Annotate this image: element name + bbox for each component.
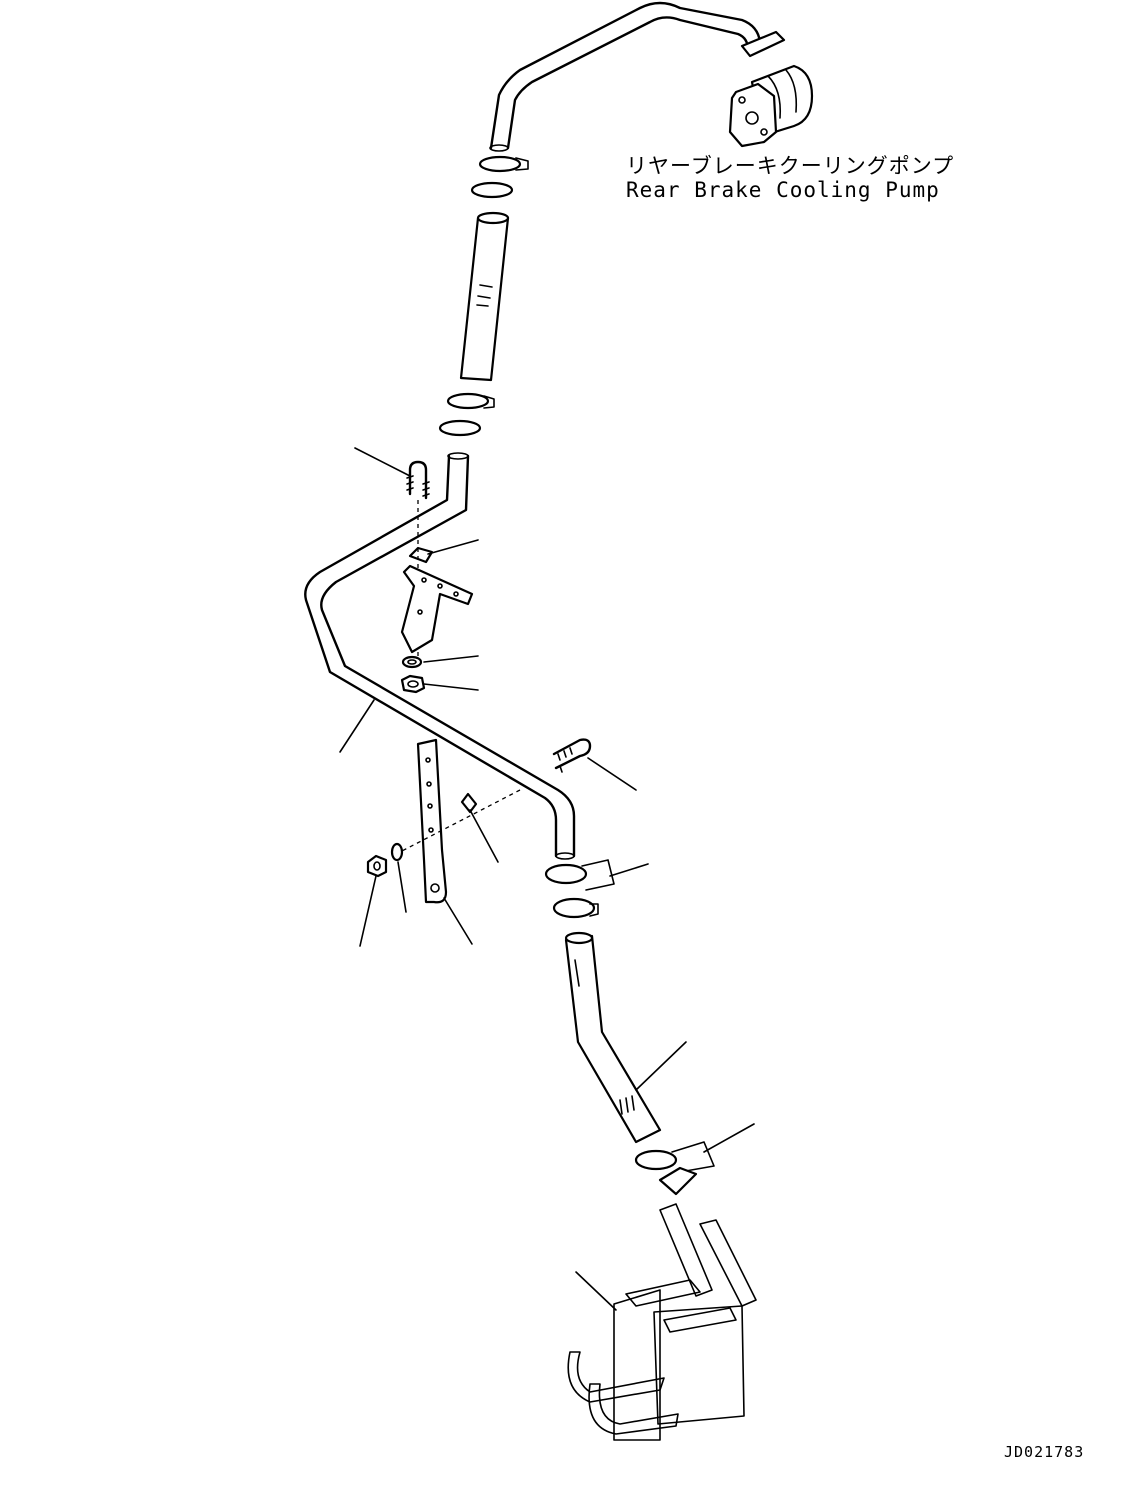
hose-clamp-4 xyxy=(438,419,482,437)
u-bolt-lower xyxy=(552,738,592,773)
hose-clamp-5 xyxy=(544,859,615,891)
straight-hose xyxy=(459,211,510,382)
pump-label-english: Rear Brake Cooling Pump xyxy=(626,178,940,202)
washer-lower xyxy=(390,842,404,862)
rear-brake-cooling-pump xyxy=(728,64,814,148)
cooler-assembly xyxy=(567,1203,757,1441)
assembly-line-lower xyxy=(399,789,521,853)
pump-label-japanese: リヤーブレーキクーリングポンプ xyxy=(626,154,955,178)
bracket-upper xyxy=(400,564,474,654)
pipe-flange xyxy=(740,30,786,58)
lower-hose xyxy=(564,931,662,1144)
bracket-lower xyxy=(416,738,448,904)
main-tube xyxy=(304,452,576,860)
washer-upper xyxy=(401,655,423,669)
u-bolt-upper xyxy=(406,460,430,500)
hose-clamp-1 xyxy=(478,155,529,173)
hose-clamp-3 xyxy=(446,392,495,410)
clip-upper xyxy=(408,546,434,564)
leader-lines xyxy=(339,447,755,1311)
hose-clamp-6 xyxy=(552,897,599,919)
nut-upper xyxy=(400,674,426,694)
nut-lower xyxy=(366,854,388,878)
hose-clamp-2 xyxy=(470,181,514,199)
hose-clamp-8 xyxy=(658,1166,698,1196)
hose-clamp-7 xyxy=(634,1141,715,1173)
drawing-id: JD021783 xyxy=(1004,1443,1085,1461)
clip-lower xyxy=(460,792,478,814)
upper-pipe xyxy=(489,1,762,152)
